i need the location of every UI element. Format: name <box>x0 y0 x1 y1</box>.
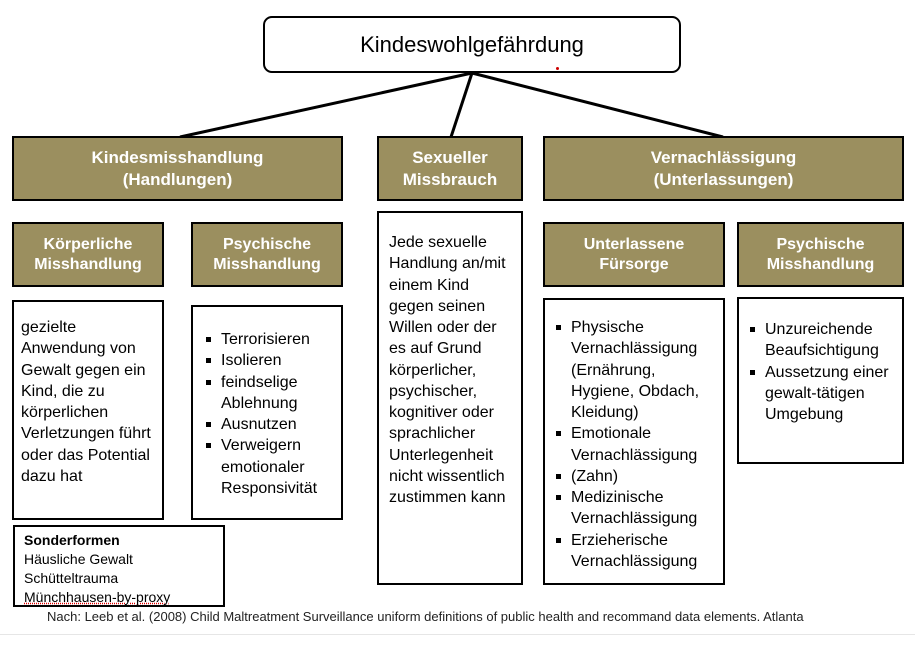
sub-line2: Misshandlung <box>213 255 321 273</box>
sub-line2: Misshandlung <box>766 255 875 273</box>
detail-list: Terrorisieren Isolieren feindselige Able… <box>201 329 335 499</box>
connector-vernachlaessigung <box>471 71 724 139</box>
detail-list: Unzureichende Beaufsichtigung Aussetzung… <box>745 319 896 425</box>
root-node: Kindeswohlgefährdung <box>263 16 681 73</box>
list-item: Ausnutzen <box>201 414 335 435</box>
root-title: Kindeswohlgefährdung <box>360 31 584 57</box>
sonderformen-item: Häusliche Gewalt <box>24 550 133 567</box>
list-item: Aussetzung einer gewalt-tätigen Umgebung <box>745 362 896 426</box>
list-item: Verweigern emotionaler Responsivität <box>201 435 335 499</box>
sub-line1: Körperliche <box>43 235 133 253</box>
sonderformen-item: Münchhausen-by-proxy <box>24 588 171 605</box>
category-line2: Missbrauch <box>402 169 498 189</box>
list-item: Medizinische Vernachlässigung <box>551 487 717 530</box>
detail-list: Physische Vernachlässigung (Ernährung, H… <box>551 317 717 572</box>
sub-psychische-misshandlung: Psychische Misshandlung <box>191 222 343 287</box>
list-item: feindselige Ablehnung <box>201 372 335 415</box>
detail-sexueller-missbrauch: Jede sexuelle Handlung an/mit einem Kind… <box>377 211 523 585</box>
category-vernachlaessigung: Vernachlässigung (Unterlassungen) <box>543 136 904 201</box>
category-kindesmisshandlung: Kindesmisshandlung (Handlungen) <box>12 136 343 201</box>
detail-psychische-misshandlung: Terrorisieren Isolieren feindselige Able… <box>191 305 343 520</box>
category-line1: Vernachlässigung <box>650 148 797 168</box>
divider <box>0 634 915 635</box>
sub-line2: Misshandlung <box>34 255 142 273</box>
category-line1: Sexueller <box>412 148 488 168</box>
sub-line1: Unterlassene <box>583 235 685 253</box>
sub-line2: Fürsorge <box>599 255 669 273</box>
connector-misshandlung <box>179 71 473 139</box>
list-item: Emotionale Vernachlässigung <box>551 423 717 466</box>
detail-koerperliche-misshandlung: gezielte Anwendung von Gewalt gegen ein … <box>12 300 164 520</box>
list-item: (Zahn) <box>551 466 717 487</box>
list-item: Physische Vernachlässigung (Ernährung, H… <box>551 317 717 423</box>
list-item: Unzureichende Beaufsichtigung <box>745 319 896 362</box>
sonderformen-box: Sonderformen Häusliche Gewalt Schütteltr… <box>13 525 225 607</box>
detail-unterlassene-fuersorge: Physische Vernachlässigung (Ernährung, H… <box>543 298 725 585</box>
category-line2: (Handlungen) <box>122 169 233 189</box>
category-sexueller-missbrauch: Sexueller Missbrauch <box>377 136 523 201</box>
connector-sexuell <box>449 72 474 138</box>
sonderformen-heading: Sonderformen <box>24 532 120 548</box>
detail-psychische-misshandlung-vern: Unzureichende Beaufsichtigung Aussetzung… <box>737 297 904 464</box>
decorative-dot <box>556 67 559 70</box>
list-item: Terrorisieren <box>201 329 335 350</box>
detail-text: Jede sexuelle Handlung an/mit einem Kind… <box>389 234 506 507</box>
list-item: Erzieherische Vernachlässigung <box>551 530 717 573</box>
source-citation: Nach: Leeb et al. (2008) Child Maltreatm… <box>47 609 804 624</box>
sub-line1: Psychische <box>776 235 865 253</box>
sub-unterlassene-fuersorge: Unterlassene Fürsorge <box>543 222 725 287</box>
list-item: Isolieren <box>201 350 335 371</box>
sub-line1: Psychische <box>222 235 312 253</box>
sonderformen-item: Schütteltrauma <box>24 569 119 586</box>
sub-koerperliche-misshandlung: Körperliche Misshandlung <box>12 222 164 287</box>
sub-psychische-misshandlung-vern: Psychische Misshandlung <box>737 222 904 287</box>
category-line1: Kindesmisshandlung <box>91 148 264 168</box>
category-line2: (Unterlassungen) <box>653 169 794 189</box>
detail-text: gezielte Anwendung von Gewalt gegen ein … <box>21 319 151 485</box>
